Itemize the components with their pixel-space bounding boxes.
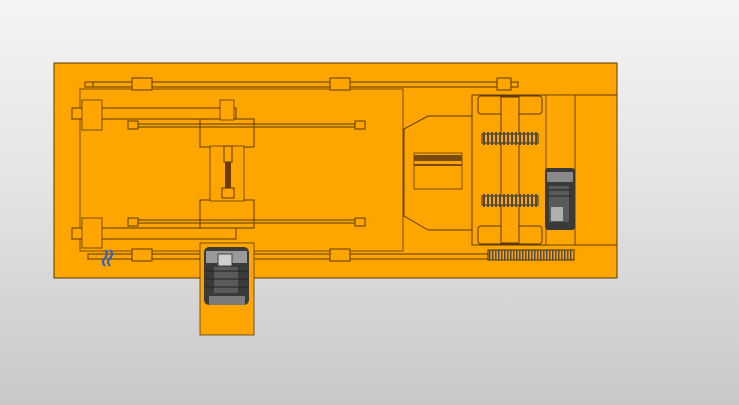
gear-tooth: [507, 194, 509, 207]
rack-tooth: [555, 250, 557, 260]
gear-tooth: [511, 132, 513, 145]
rack-tooth: [537, 250, 539, 260]
gear-tooth: [519, 132, 521, 145]
rack-tooth: [567, 250, 569, 260]
gear-tooth: [499, 194, 501, 207]
rack-tooth: [558, 250, 560, 260]
gear-teeth: [483, 132, 537, 207]
rack-tooth: [540, 250, 542, 260]
rack-tooth: [561, 250, 563, 260]
rack-tooth: [504, 250, 506, 260]
gear-tooth: [503, 132, 505, 145]
rack-tooth: [510, 250, 512, 260]
gear-tooth: [531, 132, 533, 145]
rack-tooth: [525, 250, 527, 260]
rack-tooth: [513, 250, 515, 260]
rack-tooth: [531, 250, 533, 260]
rack-tooth: [543, 250, 545, 260]
guide-rod-top: [127, 120, 366, 130]
gear-tooth: [523, 132, 525, 145]
rack-gear: [487, 249, 575, 261]
gear-tooth: [491, 194, 493, 207]
fastener-marker: [102, 249, 113, 267]
rack-tooth: [516, 250, 518, 260]
gear-tooth: [519, 194, 521, 207]
gear-tooth: [511, 194, 513, 207]
gear-tooth: [483, 194, 485, 207]
gear-tooth: [523, 194, 525, 207]
rack-tooth: [489, 250, 491, 260]
drive-motor-right: [545, 168, 575, 230]
gear-tooth: [527, 132, 529, 145]
gear-tooth: [499, 132, 501, 145]
top-rail: [84, 77, 519, 91]
gear-tooth: [515, 194, 517, 207]
gear-tooth: [507, 132, 509, 145]
drive-motor-bottom: [199, 242, 255, 336]
gear-tooth: [515, 132, 517, 145]
lead-screw: [221, 145, 235, 199]
gear-tooth: [491, 132, 493, 145]
rack-tooth: [534, 250, 536, 260]
rack-tooth: [501, 250, 503, 260]
rack-tooth: [519, 250, 521, 260]
transfer-plate: [403, 115, 481, 231]
rack-tooth: [498, 250, 500, 260]
rack-tooth: [549, 250, 551, 260]
rack-tooth: [492, 250, 494, 260]
gear-tooth: [535, 132, 537, 145]
rack-tooth: [564, 250, 566, 260]
rack-tooth: [528, 250, 530, 260]
rack-tooth: [495, 250, 497, 260]
rack-tooth: [552, 250, 554, 260]
rack-tooth: [507, 250, 509, 260]
gear-tooth: [503, 194, 505, 207]
gear-tooth: [531, 194, 533, 207]
rack-tooth: [522, 250, 524, 260]
gear-tooth: [495, 194, 497, 207]
rack-tooth: [570, 250, 572, 260]
gear-tooth: [487, 132, 489, 145]
gear-tooth: [483, 132, 485, 145]
rack-tooth: [546, 250, 548, 260]
gear-tooth: [495, 132, 497, 145]
gear-tooth: [527, 194, 529, 207]
gear-tooth: [487, 194, 489, 207]
guide-rod-bottom: [127, 217, 366, 227]
gear-tooth: [535, 194, 537, 207]
